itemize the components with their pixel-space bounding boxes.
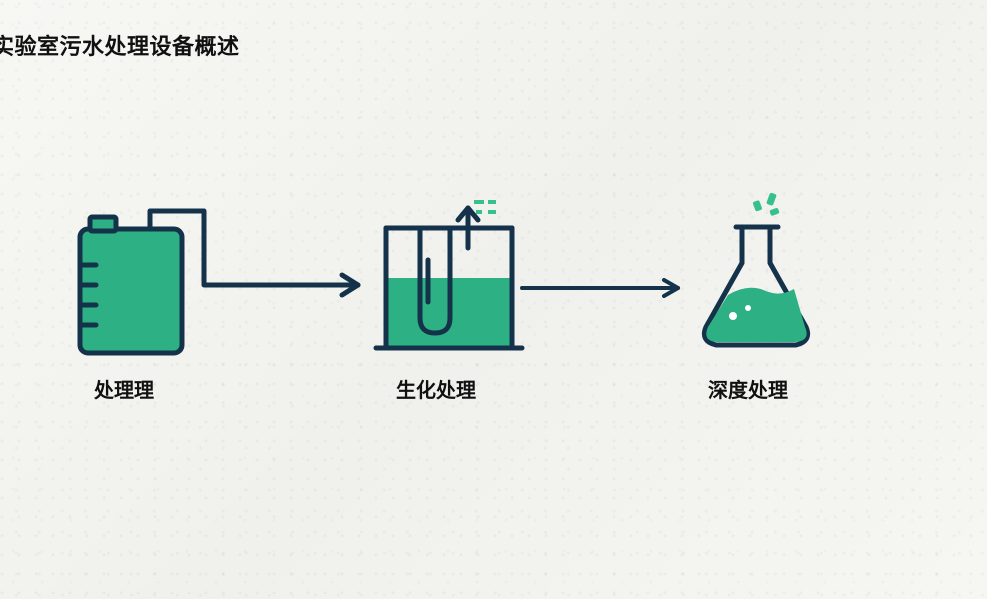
- step-label-processing: 处理理: [94, 378, 154, 402]
- step-label-biochemical-treatment: 生化处理: [396, 378, 476, 402]
- step-label-advanced-treatment: 深度处理: [708, 378, 788, 402]
- bioreactor-icon: [373, 200, 525, 351]
- tank-icon: [77, 208, 361, 356]
- process-arrow-2: [520, 278, 680, 298]
- page-title: 实验室污水处理设备概述: [0, 35, 240, 60]
- flask-icon: [701, 192, 811, 348]
